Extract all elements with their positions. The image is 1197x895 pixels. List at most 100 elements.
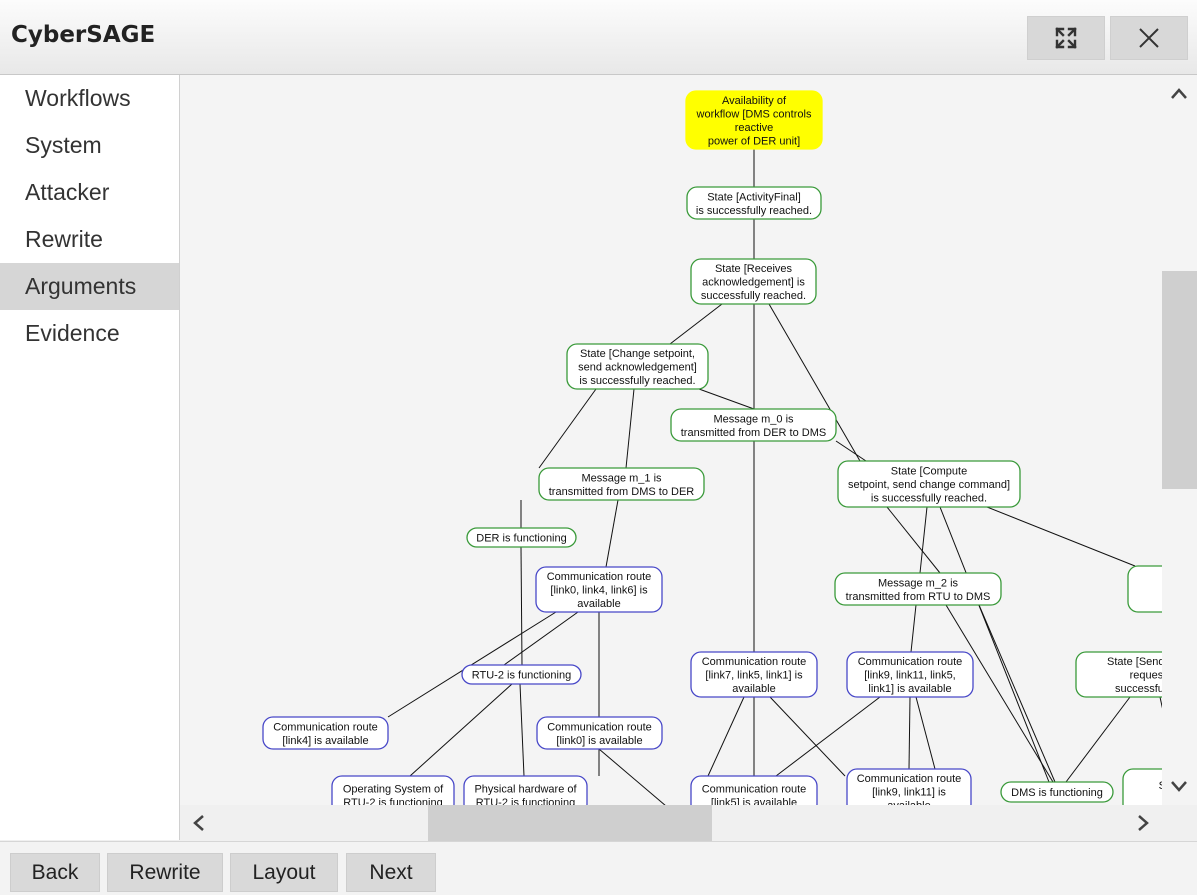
maximize-icon [1055, 27, 1077, 49]
graph-node-label: DER is functioning [476, 533, 567, 545]
graph-node-box [686, 186, 822, 220]
graph-node-label: [link4] is available [282, 735, 368, 747]
rewrite-button[interactable]: Rewrite [107, 853, 223, 892]
graph-node-box [690, 258, 817, 305]
graph-node-n19[interactable]: Communication route[link5] is available [690, 775, 818, 805]
graph-node-box [837, 460, 1021, 508]
sidebar: Workflows System Attacker Rewrite Argume… [0, 75, 180, 840]
graph-node-label: Communication route [857, 773, 962, 785]
graph-node-n10[interactable]: Statesuc [1127, 565, 1162, 613]
graph-node-n1[interactable]: State [ActivityFinal]is successfully rea… [686, 186, 822, 220]
sidebar-item-evidence[interactable]: Evidence [25, 320, 120, 346]
graph-node-label: Communication route [702, 783, 807, 795]
chevron-right-icon[interactable] [1134, 814, 1152, 832]
graph-edge [625, 388, 635, 469]
layout-button[interactable]: Layout [230, 853, 338, 892]
graph-node-label: State [ActivityFinal] [707, 191, 801, 203]
vertical-scrollbar[interactable] [1162, 75, 1197, 805]
graph-node-box [331, 775, 455, 805]
graph-edge [835, 440, 867, 462]
graph-edge [986, 506, 1136, 567]
graph-node-label: is successfully reached. [579, 375, 695, 387]
graph-node-n13[interactable]: Communication route[link9, link11, link5… [846, 651, 974, 698]
graph-node-label: State [Change setpoint, [580, 348, 695, 360]
graph-edge [945, 604, 1054, 783]
graph-node-label: power of DER unit] [708, 135, 800, 147]
close-button[interactable] [1110, 16, 1188, 60]
graph-edge [605, 499, 619, 568]
graph-node-box [846, 768, 972, 805]
graph-node-label: setpoint, send change command] [848, 479, 1010, 491]
next-button[interactable]: Next [346, 853, 436, 892]
sidebar-item-workflows[interactable]: Workflows [25, 85, 131, 111]
graph-node-label: DMS is functioning [1011, 787, 1103, 799]
graph-edge [519, 683, 525, 777]
graph-node-label: Communication route [547, 571, 652, 583]
graph-edge [707, 696, 745, 777]
sidebar-item-arguments[interactable]: Arguments [0, 263, 179, 310]
sidebar-item-system[interactable]: System [25, 132, 102, 158]
graph-node-label: [link0, link4, link6] is [550, 585, 648, 597]
graph-node-n9[interactable]: Message m_2 is transmitted from RTU to DM… [834, 572, 1002, 606]
graph-node-n7[interactable]: DER is functioning [466, 527, 577, 548]
horizontal-scroll-thumb[interactable] [428, 805, 712, 841]
graph-edge [939, 506, 1050, 783]
graph-node-n12[interactable]: Communication route[link7, link5, link1]… [690, 651, 818, 698]
graph-node-label: Operating System of [343, 783, 444, 795]
sidebar-item-rewrite[interactable]: Rewrite [25, 226, 103, 252]
graph-node-label: Message m_2 is [878, 577, 959, 589]
graph-node-n15[interactable]: Communication route [link4] is available [262, 716, 389, 750]
graph-edge [886, 506, 941, 574]
graph-edge [769, 696, 846, 777]
horizontal-scrollbar[interactable] [180, 805, 1162, 841]
graph-node-label: [link0] is available [556, 735, 642, 747]
graph-node-label: transmitted from DMS to DER [549, 486, 695, 498]
graph-node-n21[interactable]: DMS is functioning [1000, 781, 1114, 803]
sidebar-item-attacker[interactable]: Attacker [25, 179, 110, 205]
maximize-button[interactable] [1027, 16, 1105, 60]
graph-node-label: is successfully reached. [871, 493, 987, 505]
graph-node-label: workflow [DMS controls [696, 108, 812, 120]
scroll-corner [1162, 805, 1197, 841]
graph-node-label: available [732, 683, 775, 695]
graph-node-label: State [1159, 780, 1162, 792]
chevron-down-icon[interactable] [1170, 777, 1188, 795]
back-button[interactable]: Back [10, 853, 100, 892]
graph-node-label: [link9, link11] is [872, 787, 946, 799]
graph-edge [919, 506, 928, 574]
graph-node-label: transmitted from RTU to DMS [846, 591, 991, 603]
graph-node-n3[interactable]: State [Change setpoint,send acknowledgem… [566, 343, 709, 390]
graph-node-box [461, 664, 582, 685]
graph-node-box [1075, 651, 1162, 698]
graph-node-label: Availability of [722, 95, 787, 107]
chevron-up-icon[interactable] [1170, 85, 1188, 103]
graph-node-box [1000, 781, 1114, 803]
graph-node-box [670, 408, 837, 442]
graph-node-label: [link9, link11, link5, [864, 670, 956, 682]
graph-node-box [536, 716, 663, 750]
graph-node-n11[interactable]: RTU-2 is functioning [461, 664, 582, 685]
graph-node-n14[interactable]: State [Send mearequestsuccessfully r [1075, 651, 1162, 698]
graph-node-n22[interactable]: Stateis [1122, 768, 1162, 805]
graph-edge [1065, 696, 1131, 783]
graph-node-box [690, 651, 818, 698]
graph-node-label: State [Send mea [1107, 656, 1162, 668]
graph-node-n20[interactable]: Communication route[link9, link11] isava… [846, 768, 972, 805]
graph-node-label: RTU-2 is functioning [472, 670, 571, 682]
close-icon [1139, 28, 1159, 48]
graph-node-n8[interactable]: Communication route [link0, link4, link6]… [535, 566, 663, 613]
vertical-scroll-thumb[interactable] [1162, 271, 1197, 489]
chevron-left-icon[interactable] [190, 814, 208, 832]
graph-node-label: Communication route [547, 721, 652, 733]
graph-node-label: Communication route [273, 721, 378, 733]
graph-node-n16[interactable]: Communication route [link0] is available [536, 716, 663, 750]
